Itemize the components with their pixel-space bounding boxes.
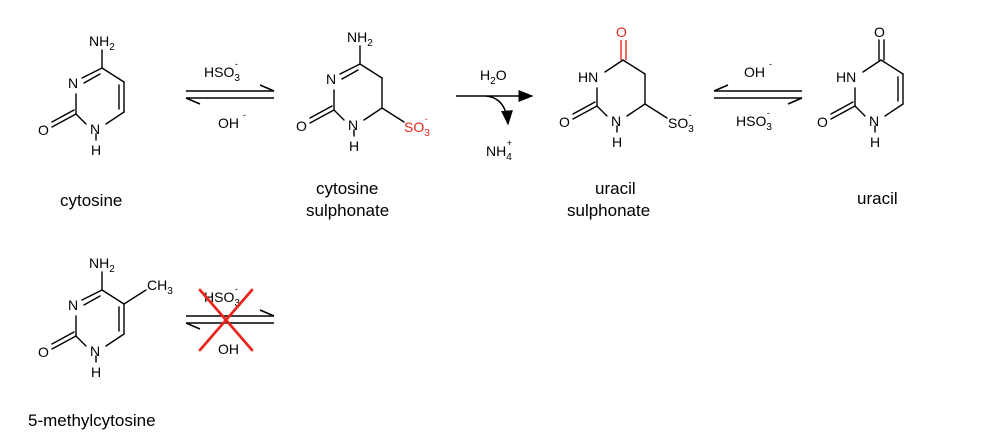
amine-atom: NH2 [89,33,115,53]
nitrogen-atom: N [348,117,358,133]
reagent-oh: OH- [744,59,772,80]
oxygen-atom-highlighted: O [616,24,627,40]
amine-atom: NH2 [89,255,115,275]
hydrogen-atom: H [349,138,359,154]
amine-atom: NH2 [347,29,373,49]
sulphonate-group: SO3- [668,110,694,135]
cytosine-sulphonate-structure: NH2 N N H O SO3- [296,29,430,154]
sulphonate-group: SO3- [404,114,430,139]
reagent-hso3: HSO3- [736,108,772,133]
oxygen-atom: O [296,118,307,134]
reagent-hso3: HSO3- [204,59,240,84]
label-5-methylcytosine: 5-methylcytosine [28,411,156,430]
oxygen-atom: O [817,114,828,130]
equilibrium-arrow-2 [713,84,803,105]
no-reaction-cross-icon [198,288,254,352]
hydrogen-atom: H [612,134,622,150]
hydrogen-atom: H [870,134,880,150]
reagent-h2o: H2O [480,67,507,87]
nitrogen-atom: N [90,343,100,359]
oxygen-atom: O [38,122,49,138]
uracil-sulphonate-structure: O HN N H O SO3- [559,24,694,150]
hydrogen-atom: H [91,142,101,158]
nitrogen-atom: N [326,71,336,87]
cytosine-structure: NH2 N N H O [38,33,125,158]
reagent-hso3: HSO3- [204,284,240,309]
nitrogen-h-atom: HN [836,69,856,85]
label-uracil: uracil [857,189,898,208]
nitrogen-atom: N [68,297,78,313]
methyl-group: CH3 [147,277,173,297]
oxygen-atom: O [559,114,570,130]
nitrogen-atom: N [611,113,621,129]
oxygen-atom: O [874,24,885,40]
hydrogen-atom: H [91,364,101,380]
deamination-arrow [456,90,534,126]
nitrogen-atom: N [90,121,100,137]
oxygen-atom: O [38,344,49,360]
label-cytosine-sulphonate-line2: sulphonate [306,201,389,220]
uracil-structure: O HN N H O [817,24,904,150]
nitrogen-h-atom: HN [578,69,598,85]
label-uracil-sulphonate-line2: sulphonate [567,201,650,220]
label-cytosine-sulphonate-line1: cytosine [316,179,378,198]
methylcytosine-structure: NH2 N N H O CH3 [38,255,173,380]
label-uracil-sulphonate-line1: uracil [595,179,636,198]
nitrogen-atom: N [68,75,78,91]
nitrogen-atom: N [869,113,879,129]
label-cytosine: cytosine [60,191,122,210]
product-nh4: NH4+ [486,138,512,163]
equilibrium-arrow-1 [185,84,275,105]
reagent-oh: OH- [218,110,246,131]
